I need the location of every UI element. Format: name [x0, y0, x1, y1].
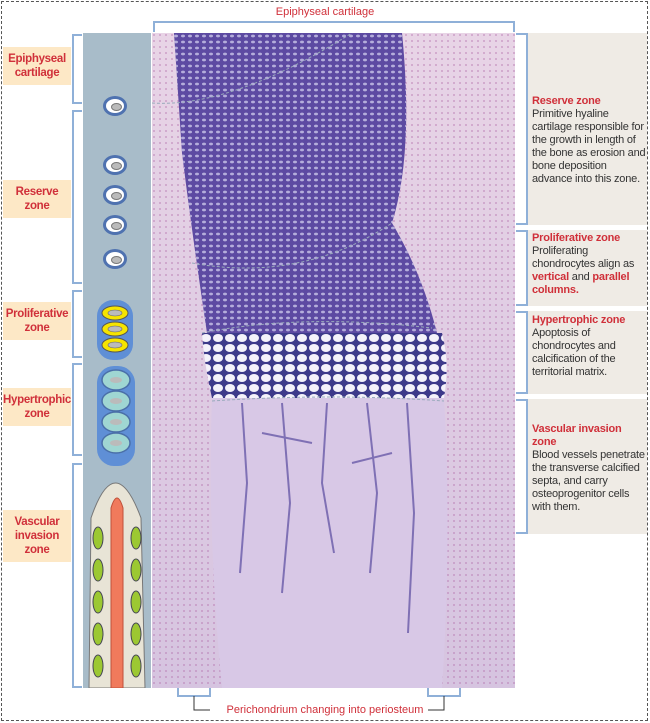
chondrocyte-icon [103, 96, 127, 116]
bracket-right-vascular [516, 399, 528, 534]
chondrocyte-icon [103, 249, 127, 269]
bracket-epiphyseal [72, 34, 82, 104]
top-bracket [153, 21, 515, 32]
schematic-zones-drawing [88, 300, 146, 688]
bracket-proliferative [72, 290, 82, 358]
bottom-brackets [177, 688, 461, 711]
top-label: Epiphyseal cartilage [275, 6, 375, 18]
bottom-label: Perichondrium changing into periosteum [226, 704, 424, 716]
chondrocyte-icon [103, 185, 127, 205]
chondrocyte-icon [103, 155, 127, 175]
schematic-column [83, 33, 151, 688]
bracket-vascular [72, 463, 82, 688]
bracket-right-reserve [516, 33, 528, 225]
bracket-right-proliferative [516, 230, 528, 306]
bracket-reserve [72, 110, 82, 284]
growth-plate-micrograph [152, 33, 515, 688]
bracket-right-hypertrophic [516, 311, 528, 394]
chondrocyte-icon [103, 215, 127, 235]
bracket-hypertrophic [72, 363, 82, 456]
